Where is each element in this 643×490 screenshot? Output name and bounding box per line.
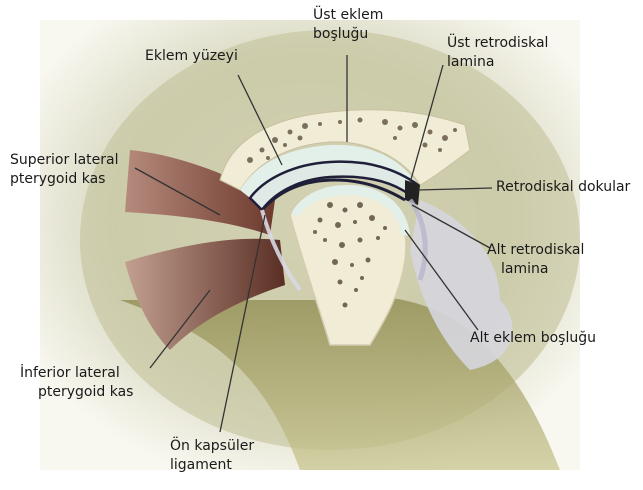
- label-superior-pterygoid-line2: pterygoid kas: [10, 170, 118, 189]
- label-ust-retrodiskal-line1: Üst retrodiskal: [447, 34, 548, 53]
- label-superior-pterygoid-line1: Superior lateral: [10, 151, 118, 170]
- label-ust-eklem-boslugu: Üst eklem boşluğu: [313, 6, 383, 44]
- label-retrodiskal-dokular: Retrodiskal dokular: [496, 178, 630, 197]
- label-ust-retrodiskal-lamina: Üst retrodiskal lamina: [447, 34, 548, 72]
- label-on-kapsuler-ligament: Ön kapsüler ligament: [170, 437, 254, 475]
- label-alt-eklem-boslugu: Alt eklem boşluğu: [470, 329, 596, 348]
- label-alt-retrodiskal-line2: lamina: [487, 260, 584, 279]
- label-eklem-yuzeyi-line1: Eklem yüzeyi: [145, 47, 238, 66]
- label-on-kapsuler-line1: Ön kapsüler: [170, 437, 254, 456]
- label-retrodiskal-dokular-line1: Retrodiskal dokular: [496, 178, 630, 197]
- label-inferior-pterygoid-line1: İnferior lateral: [20, 364, 133, 383]
- label-on-kapsuler-line2: ligament: [170, 456, 254, 475]
- label-alt-eklem-boslugu-line1: Alt eklem boşluğu: [470, 329, 596, 348]
- label-ust-eklem-boslugu-line1: Üst eklem: [313, 6, 383, 25]
- label-inferior-lateral-pterygoid: İnferior lateral pterygoid kas: [20, 364, 133, 402]
- label-ust-retrodiskal-line2: lamina: [447, 53, 548, 72]
- label-inferior-pterygoid-line2: pterygoid kas: [20, 383, 133, 402]
- label-eklem-yuzeyi: Eklem yüzeyi: [145, 47, 238, 66]
- label-alt-retrodiskal-lamina: Alt retrodiskal lamina: [487, 241, 584, 279]
- label-ust-eklem-boslugu-line2: boşluğu: [313, 25, 383, 44]
- label-superior-lateral-pterygoid: Superior lateral pterygoid kas: [10, 151, 118, 189]
- label-alt-retrodiskal-line1: Alt retrodiskal: [487, 241, 584, 260]
